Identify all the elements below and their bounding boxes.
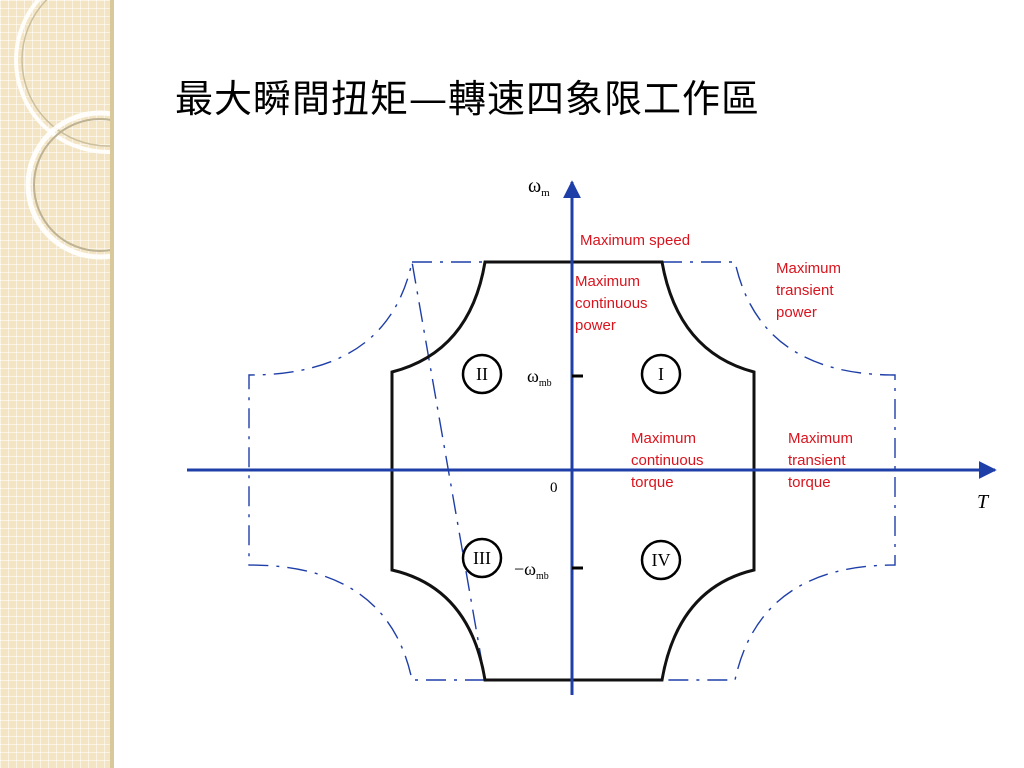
- tick-label-pos: ωmb: [527, 366, 552, 389]
- y-axis-label: ωm: [528, 175, 550, 199]
- tick-label-neg: −ωmb: [514, 559, 549, 582]
- svg-text:II: II: [476, 364, 488, 384]
- label-maximum-speed: Maximum speed: [580, 232, 690, 249]
- svg-text:III: III: [473, 548, 491, 568]
- label-max-transient-torque: Maximum transient torque: [788, 430, 857, 491]
- label-max-continuous-torque: Maximum continuous torque: [631, 430, 708, 491]
- quadrant-III: III: [461, 537, 503, 579]
- sidebar-divider: [110, 0, 114, 768]
- decorative-sidebar: [0, 0, 112, 768]
- svg-text:IV: IV: [652, 550, 671, 570]
- quadrant-II: II: [461, 353, 503, 395]
- transient-boundary: [248, 261, 896, 681]
- page-title: 最大瞬間扭矩—轉速四象限工作區: [175, 77, 761, 121]
- label-max-continuous-power: Maximum continuous power: [575, 273, 652, 334]
- continuous-boundary: [390, 260, 756, 682]
- x-axis-label: T: [977, 491, 990, 513]
- origin-label: 0: [550, 480, 558, 496]
- quadrant-IV: IV: [640, 539, 682, 581]
- svg-text:I: I: [658, 364, 664, 384]
- sidebar-rings: [14, 0, 112, 260]
- label-max-transient-power: Maximum transient power: [776, 260, 845, 321]
- quadrant-I: I: [640, 353, 682, 395]
